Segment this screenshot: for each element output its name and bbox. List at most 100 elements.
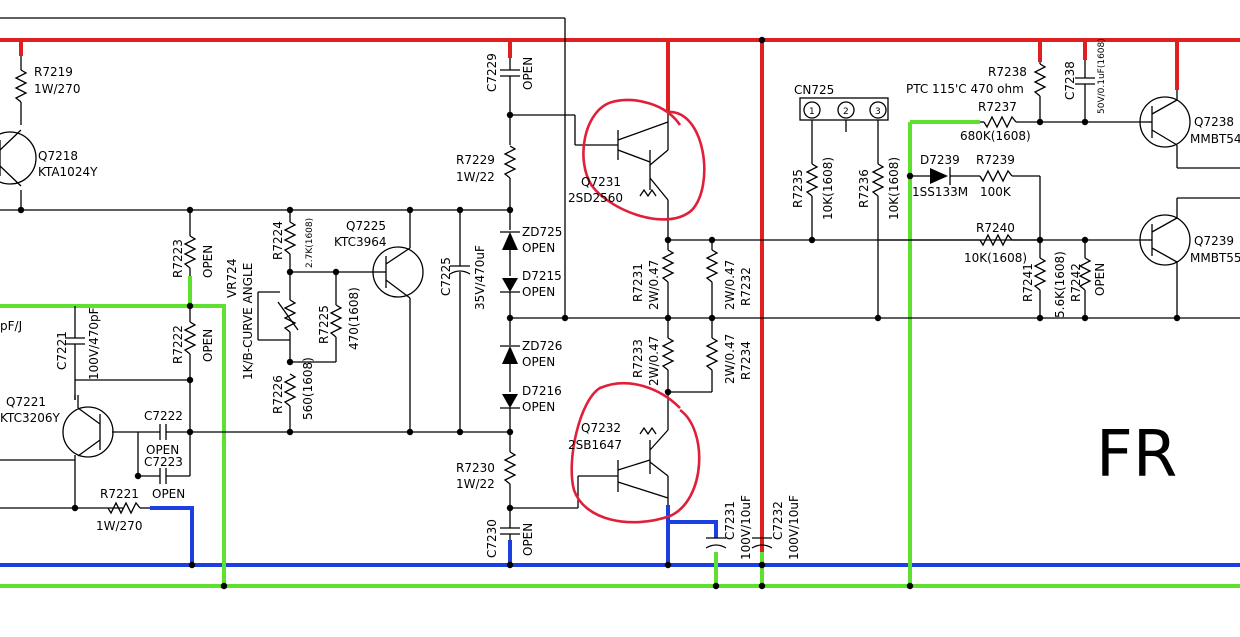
label-c7221-value: 100V/470pF bbox=[87, 307, 101, 380]
label-r7241-value: 5.6K(1608) bbox=[1053, 251, 1067, 318]
transistor-q7231 bbox=[617, 112, 669, 220]
label-cpf: pF/J bbox=[0, 319, 22, 333]
transistor-q7232 bbox=[617, 400, 669, 505]
channel-label-fr: FR bbox=[1096, 418, 1177, 492]
label-r7242: R7242 bbox=[1069, 263, 1083, 302]
label-c7232-value: 100V/10uF bbox=[787, 495, 801, 560]
label-c7229-value: OPEN bbox=[521, 57, 535, 90]
positive-rail bbox=[0, 38, 1240, 585]
label-r7239: R7239 bbox=[976, 153, 1015, 167]
label-c7225: C7225 bbox=[439, 257, 453, 296]
label-q7238-value: MMBT54 bbox=[1190, 132, 1240, 146]
label-r7226-value: 560(1608) bbox=[301, 357, 315, 420]
label-c7222: C7222 bbox=[144, 409, 183, 423]
transistor-q7221 bbox=[62, 395, 114, 458]
label-r7222-value: OPEN bbox=[201, 329, 215, 362]
label-r7233: R7233 bbox=[631, 339, 645, 378]
label-c7230: C7230 bbox=[485, 519, 499, 558]
label-c7231: C7231 bbox=[723, 501, 737, 540]
label-c7230-value: OPEN bbox=[521, 523, 535, 556]
label-d7216: D7216 bbox=[522, 384, 562, 398]
label-r7225: R7225 bbox=[317, 305, 331, 344]
label-c7231-value: 100V/10uF bbox=[739, 495, 753, 560]
label-r7221-value: 1W/270 bbox=[96, 519, 142, 533]
label-pin2: 2 bbox=[843, 107, 849, 117]
label-r7238: R7238 bbox=[988, 65, 1027, 79]
transistor-q7218 bbox=[0, 129, 37, 187]
label-r7229: R7229 bbox=[456, 153, 495, 167]
label-d7215: D7215 bbox=[522, 269, 562, 283]
label-r7229-value: 1W/22 bbox=[456, 170, 495, 184]
markup-circle-q7231 bbox=[582, 98, 706, 221]
label-r7223-value: OPEN bbox=[201, 245, 215, 278]
label-pin3: 3 bbox=[875, 107, 881, 117]
label-q7239-value: MMBT55 bbox=[1190, 251, 1240, 265]
label-c7232: C7232 bbox=[771, 501, 785, 540]
cn725-pin2 bbox=[837, 101, 855, 119]
label-d7215-value: OPEN bbox=[522, 285, 555, 299]
label-r7232-value: 2W/0.47 bbox=[723, 260, 737, 310]
junction-dots bbox=[17, 36, 1181, 590]
component-labels: R7219 1W/270 Q7218 KTA1024Y R7223 OPEN R… bbox=[0, 38, 1240, 560]
label-r7239-value: 100K bbox=[980, 185, 1012, 199]
label-r7222: R7222 bbox=[171, 325, 185, 364]
label-c7225-value: 35V/470uF bbox=[473, 245, 487, 310]
label-r7234: R7234 bbox=[739, 341, 753, 380]
label-ptc: PTC 115'C 470 ohm bbox=[906, 82, 1024, 96]
label-c7238: C7238 bbox=[1063, 61, 1077, 100]
label-q7231-value: 2SD2560 bbox=[568, 191, 623, 205]
label-d7239-value: 1SS133M bbox=[912, 185, 968, 199]
markup-circle-q7232 bbox=[570, 381, 701, 524]
label-r7235-value: 10K(1608) bbox=[821, 157, 835, 220]
label-r7231-value: 2W/0.47 bbox=[647, 260, 661, 310]
label-r7237-value: 680K(1608) bbox=[960, 129, 1031, 143]
diodes bbox=[500, 167, 951, 409]
label-r7236-value: 10K(1608) bbox=[887, 157, 901, 220]
label-r7232: R7232 bbox=[739, 267, 753, 306]
label-r7235: R7235 bbox=[791, 169, 805, 208]
label-r7233-value: 2W/0.47 bbox=[647, 336, 661, 386]
label-r7237: R7237 bbox=[978, 100, 1017, 114]
label-zd725: ZD725 bbox=[522, 225, 562, 239]
label-r7240-value: 10K(1608) bbox=[964, 251, 1027, 265]
label-r7234-value: 2W/0.47 bbox=[723, 334, 737, 384]
label-q7218-value: KTA1024Y bbox=[38, 165, 98, 179]
label-r7242-value: OPEN bbox=[1093, 263, 1107, 296]
label-cn725: CN725 bbox=[794, 83, 834, 97]
label-r7240: R7240 bbox=[976, 221, 1015, 235]
label-r7231: R7231 bbox=[631, 263, 645, 302]
label-c7223-value: OPEN bbox=[152, 487, 185, 501]
label-vr724-value: 1K/B-CURVE ANGLE bbox=[241, 263, 255, 380]
label-r7219: R7219 bbox=[34, 65, 73, 79]
label-q7225-value: KTC3964 bbox=[334, 235, 386, 249]
cn725-pin3 bbox=[869, 101, 887, 119]
label-c7238-value: 50V/0.1uF(1608) bbox=[1097, 38, 1107, 114]
cn725-pin1 bbox=[803, 101, 821, 119]
label-r7221: R7221 bbox=[100, 487, 139, 501]
label-r7225-value: 470(1608) bbox=[347, 287, 361, 350]
label-q7238: Q7238 bbox=[1194, 115, 1234, 129]
label-d7216-value: OPEN bbox=[522, 400, 555, 414]
negative-rail bbox=[0, 505, 1240, 567]
label-q7239: Q7239 bbox=[1194, 234, 1234, 248]
label-r7224: R7224 bbox=[271, 221, 285, 260]
label-zd725-value: OPEN bbox=[522, 241, 555, 255]
label-r7236: R7236 bbox=[857, 169, 871, 208]
transistor-q7239 bbox=[1139, 214, 1191, 266]
label-r7230: R7230 bbox=[456, 461, 495, 475]
label-q7218: Q7218 bbox=[38, 149, 78, 163]
label-vr724: VR724 bbox=[225, 259, 239, 298]
label-c7229: C7229 bbox=[485, 53, 499, 92]
label-r7230-value: 1W/22 bbox=[456, 477, 495, 491]
label-r7224-value: 2.7K(1608) bbox=[305, 218, 315, 268]
label-zd726: ZD726 bbox=[522, 339, 562, 353]
label-q7221-value: KTC3206Y bbox=[0, 411, 60, 425]
label-r7226: R7226 bbox=[271, 375, 285, 414]
label-d7239: D7239 bbox=[920, 153, 960, 167]
label-c7223: C7223 bbox=[144, 455, 183, 469]
label-r7241: R7241 bbox=[1021, 263, 1035, 302]
label-c7222-value: OPEN bbox=[146, 443, 179, 457]
transistor-q7238 bbox=[1139, 96, 1191, 148]
label-q7232: Q7232 bbox=[581, 421, 621, 435]
